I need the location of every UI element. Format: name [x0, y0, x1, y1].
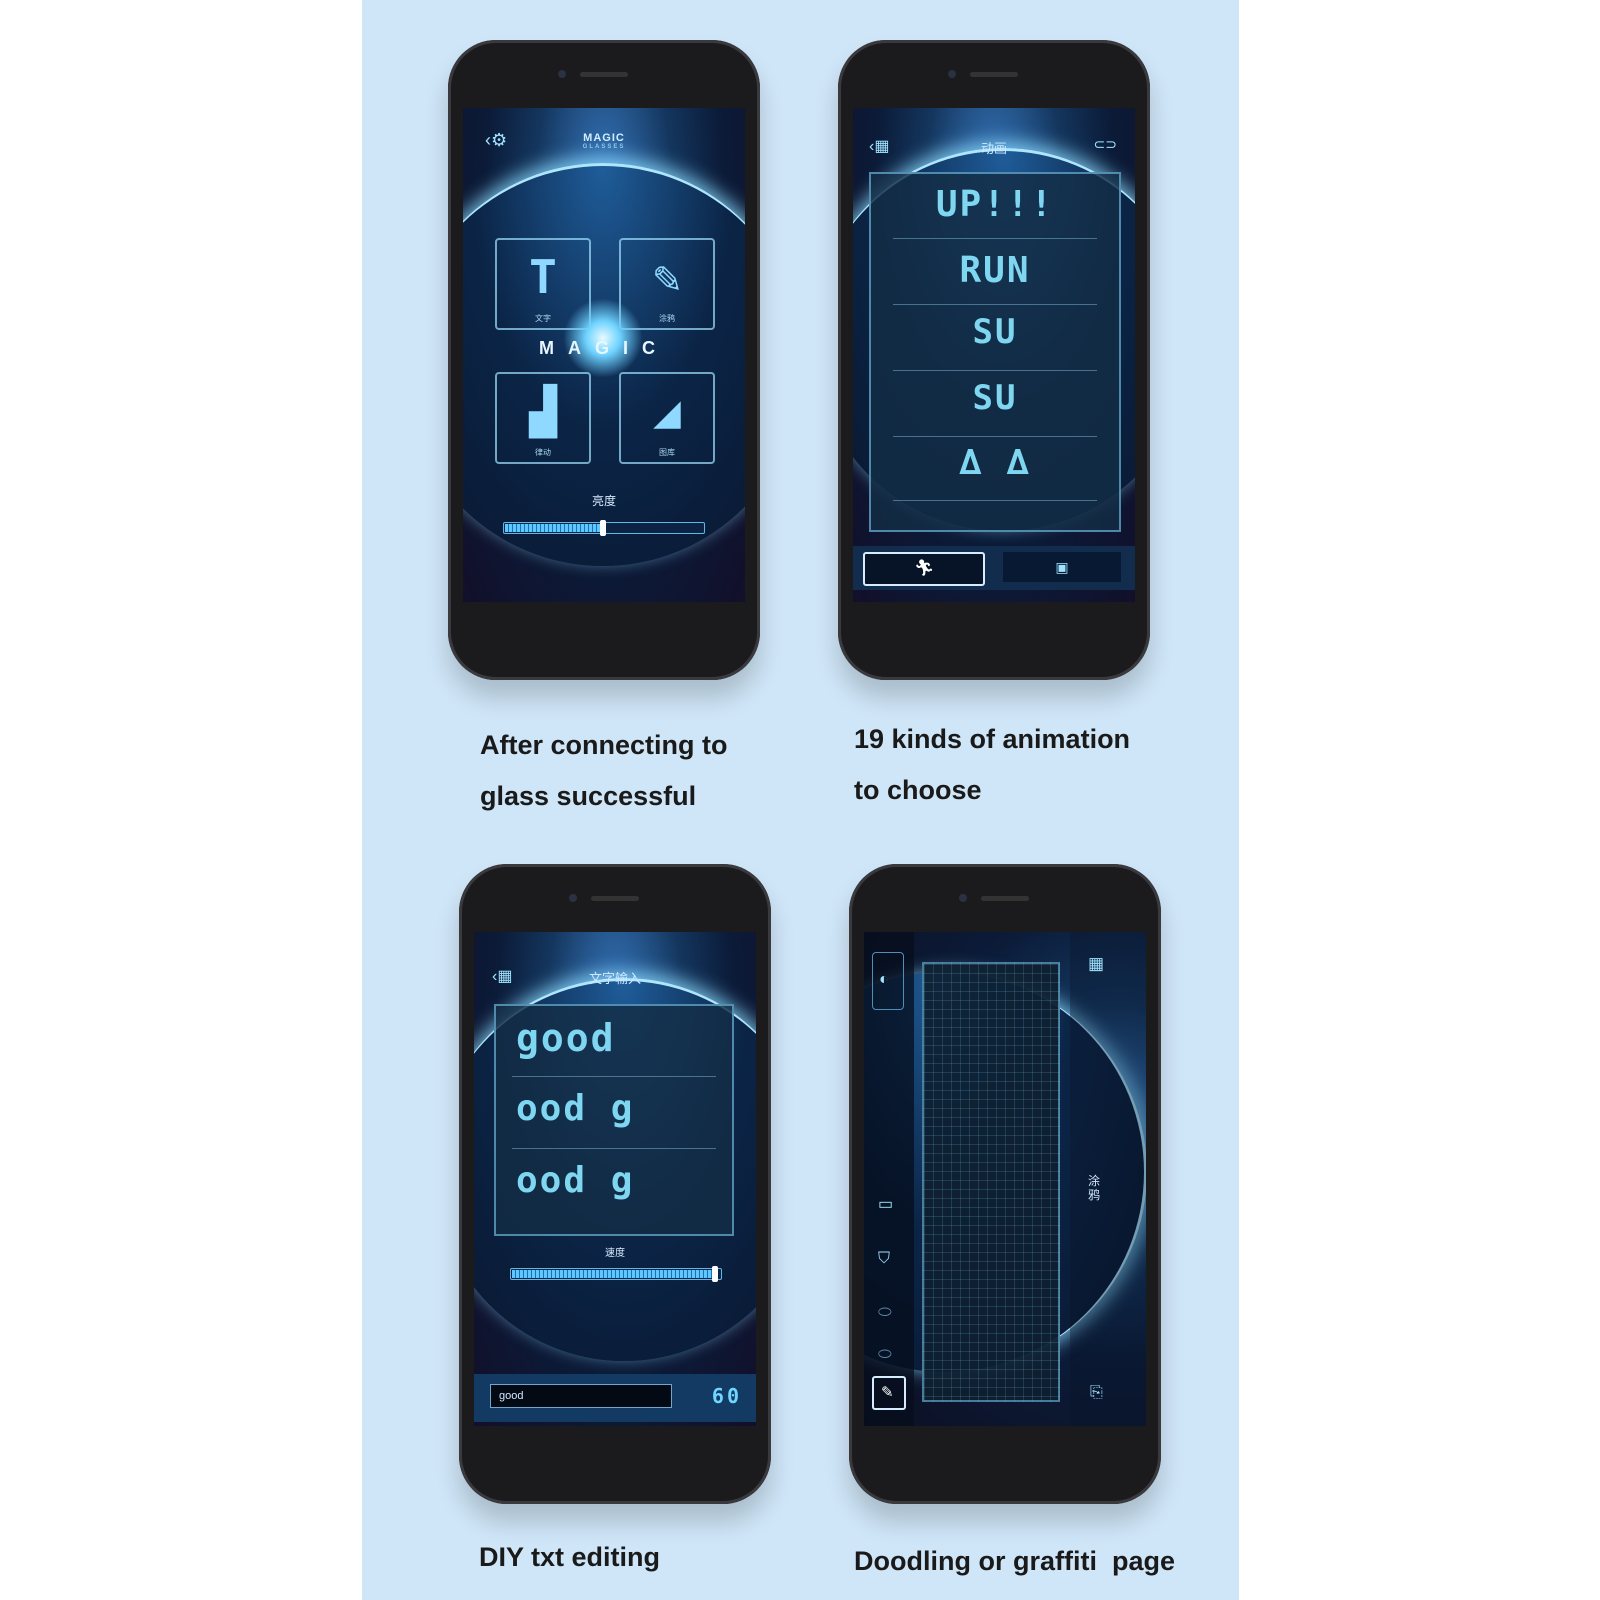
pen-icon: ✎ [881, 1384, 894, 1401]
tile-doodle[interactable]: ✎ 涂鸦 [619, 238, 715, 330]
caption-home: After connecting to glass successful [480, 730, 728, 811]
animation-item[interactable]: SU [972, 312, 1018, 352]
animation-item[interactable]: UP!!! [935, 184, 1055, 225]
tab-animation[interactable]: 🏃︎ [863, 552, 985, 586]
screen-title: 动画 [980, 141, 1007, 156]
row-divider [893, 500, 1097, 501]
row-divider [512, 1076, 716, 1077]
speed-fill [512, 1270, 716, 1278]
brightness-label: 亮度 [591, 494, 616, 508]
doodle-screen: ◐ ▭ ⛉ ⬭ ⬭ ✎ ▦ 涂鸦 ⎘ [864, 932, 1146, 1426]
link-icon[interactable]: ⊂⊃ [1093, 136, 1117, 152]
back-grid-icon[interactable]: ‹▦ [492, 968, 513, 985]
doodle-canvas[interactable] [922, 962, 1060, 1402]
animation-tabbar: 🏃︎ ▣ [853, 546, 1135, 590]
speed-slider[interactable] [510, 1266, 722, 1282]
tile-text[interactable]: T 文字 [495, 238, 591, 330]
tool-sidebar [864, 932, 914, 1426]
phone-animation: ‹▦ 动画 ⊂⊃ UP!!! RUN SU SU ∆ ∆ 🏃︎ ▣ [838, 40, 1150, 680]
tile-rhythm[interactable]: ▟ 律动 [495, 372, 591, 464]
brightness-slider[interactable] [503, 520, 705, 536]
front-camera [948, 70, 956, 78]
row-divider [893, 370, 1097, 371]
back-grid-icon[interactable]: ‹▦ [869, 138, 890, 155]
phone-home: ‹⚙ MAGIC GLASSES T 文字 ✎ 涂鸦 MAGIC ▟ 律动 ◢ … [448, 40, 760, 680]
row-divider [893, 304, 1097, 305]
pen-tool[interactable]: ✎ [872, 1376, 906, 1410]
text-preview-row: ood g [516, 1088, 635, 1129]
speaker-grille [981, 896, 1029, 901]
center-magic-word: MAGIC [539, 338, 669, 358]
speed-label: 速度 [605, 1248, 625, 1259]
color-picker[interactable]: ◐ [872, 952, 904, 1010]
battery-tool-icon[interactable]: ▭ [878, 1196, 894, 1213]
char-counter: 60 [711, 1384, 742, 1408]
image-icon: ▣ [1055, 559, 1069, 575]
row-divider [893, 436, 1097, 437]
animation-item[interactable]: ∆ ∆ [959, 442, 1031, 483]
text-input[interactable] [490, 1384, 672, 1408]
tab-gallery[interactable]: ▣ [1003, 552, 1121, 582]
side-title: 涂鸦 [1088, 1174, 1101, 1202]
screen-title: 文字输入 [588, 971, 641, 986]
front-camera [558, 70, 566, 78]
text-preview-row: ood g [516, 1160, 635, 1201]
text-preview-list: good ood g ood g [494, 1004, 734, 1236]
brightness-knob[interactable] [600, 520, 606, 536]
palette-icon: ◐ [879, 971, 889, 988]
runner-icon: 🏃︎ [913, 560, 935, 577]
right-toolbar [1070, 932, 1146, 1426]
eraser-alt-icon[interactable]: ⬭ [878, 1346, 892, 1363]
animation-screen: ‹▦ 动画 ⊂⊃ UP!!! RUN SU SU ∆ ∆ 🏃︎ ▣ [853, 108, 1135, 602]
fill-bucket-icon[interactable]: ⛉ [878, 1250, 891, 1267]
caption-doodle: Doodling or graffiti page [854, 1546, 1175, 1576]
text-preview-row: good [516, 1016, 616, 1060]
front-camera [959, 894, 967, 902]
caption-animation: 19 kinds of animation to choose [854, 724, 1131, 805]
animation-item[interactable]: RUN [959, 250, 1031, 291]
front-camera [569, 894, 577, 902]
send-icon[interactable]: ⎘ [1090, 1384, 1103, 1401]
speed-knob[interactable] [712, 1266, 718, 1282]
brightness-fill [505, 524, 604, 532]
eraser-icon[interactable]: ⬭ [878, 1304, 892, 1321]
speaker-grille [580, 72, 628, 77]
app-logo: MAGIC GLASSES [582, 132, 626, 150]
back-settings-icon[interactable]: ‹⚙ [485, 130, 508, 150]
speaker-grille [591, 896, 639, 901]
center-glow [563, 298, 643, 378]
row-divider [512, 1148, 716, 1149]
text-input-bar: 60 [474, 1374, 756, 1422]
speaker-grille [970, 72, 1018, 77]
text-editor-screen: ‹▦ 文字输入 good ood g ood g 速度 60 [474, 932, 756, 1426]
phone-doodle: ◐ ▭ ⛉ ⬭ ⬭ ✎ ▦ 涂鸦 ⎘ [849, 864, 1161, 1504]
row-divider [893, 238, 1097, 239]
animation-list: UP!!! RUN SU SU ∆ ∆ [869, 172, 1121, 532]
grid-menu-icon[interactable]: ▦ [1088, 954, 1105, 973]
phone-text-editor: ‹▦ 文字输入 good ood g ood g 速度 60 [459, 864, 771, 1504]
tile-gallery[interactable]: ◢ 图库 [619, 372, 715, 464]
home-screen: ‹⚙ MAGIC GLASSES T 文字 ✎ 涂鸦 MAGIC ▟ 律动 ◢ … [463, 108, 745, 602]
animation-item[interactable]: SU [972, 378, 1018, 418]
caption-text-editing: DIY txt editing [479, 1542, 661, 1572]
